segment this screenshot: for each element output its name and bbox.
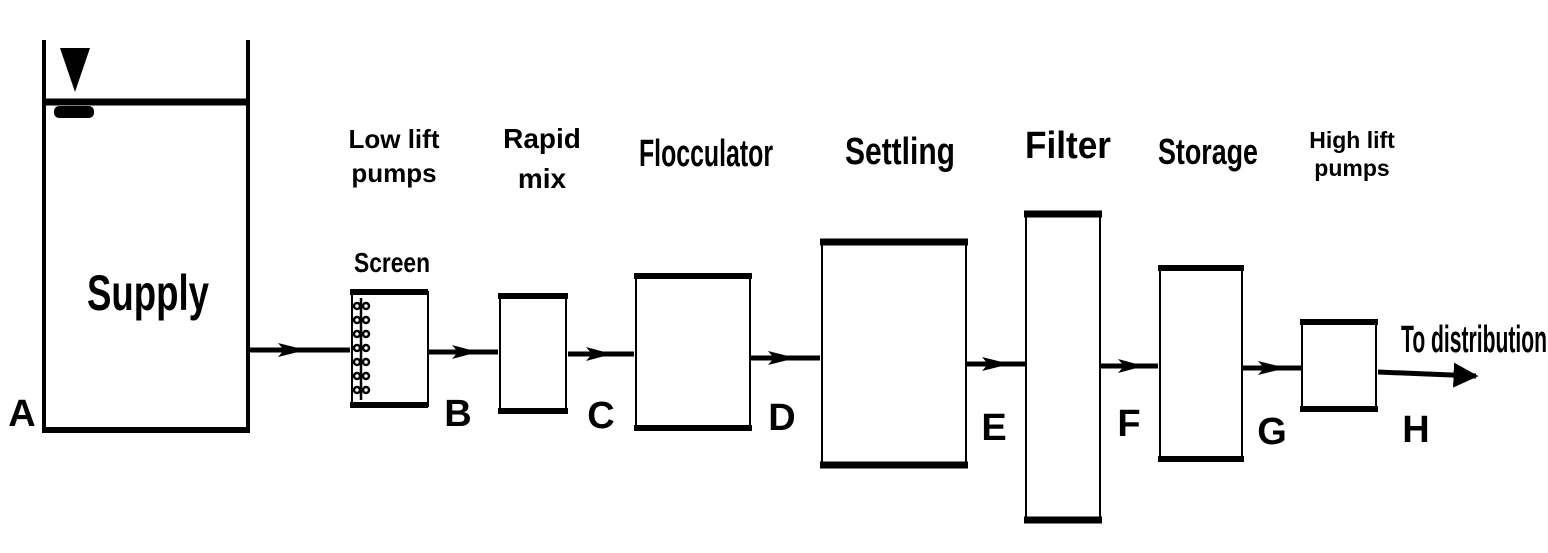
flow-arrowheads <box>278 343 1286 375</box>
settling-box <box>820 238 968 469</box>
high-lift-pumps-label-line1: High lift <box>1309 127 1395 153</box>
high-lift-pumps-label-line2: pumps <box>1314 155 1389 181</box>
flocculator-label: Flocculator <box>639 133 773 175</box>
rapid-mix-label-line1: Rapid <box>503 123 581 154</box>
arrowhead-icon <box>1118 359 1144 373</box>
water-level-icon <box>54 48 94 118</box>
point-label-h: H <box>1402 409 1429 451</box>
filter-label: Filter <box>1025 125 1111 167</box>
arrowhead-icon <box>452 345 478 359</box>
point-label-f: F <box>1117 403 1140 445</box>
screen-label: Screen <box>354 247 430 278</box>
flow-arrow-to-distribution <box>1377 362 1479 388</box>
filter-box <box>1024 210 1102 524</box>
supply-label: Supply <box>87 265 209 321</box>
screen-mesh-icon <box>352 298 371 400</box>
point-label-g: G <box>1257 411 1287 453</box>
settling-label: Settling <box>845 131 955 173</box>
storage-box <box>1158 265 1244 462</box>
arrowhead-icon <box>982 357 1010 371</box>
point-label-c: C <box>587 395 614 437</box>
arrowhead-icon <box>1258 361 1286 375</box>
point-label-d: D <box>768 397 795 439</box>
point-label-b: B <box>444 393 471 435</box>
high-lift-pump-box <box>1300 319 1378 412</box>
arrowhead-icon <box>768 351 796 365</box>
flocculator-box <box>634 273 752 431</box>
screen-box <box>350 289 429 408</box>
point-label-e: E <box>981 407 1006 449</box>
supply-reservoir <box>42 40 250 433</box>
point-label-a: A <box>8 393 35 435</box>
arrowhead-icon <box>586 347 612 361</box>
low-lift-pumps-label-line2: pumps <box>351 158 436 188</box>
to-distribution-label: To distribution <box>1401 319 1547 361</box>
rapid-mix-box <box>498 293 568 414</box>
rapid-mix-label-line2: mix <box>518 163 567 194</box>
low-lift-pumps-label-line1: Low lift <box>349 124 440 154</box>
arrowhead-icon <box>278 343 306 357</box>
storage-label: Storage <box>1158 131 1258 172</box>
